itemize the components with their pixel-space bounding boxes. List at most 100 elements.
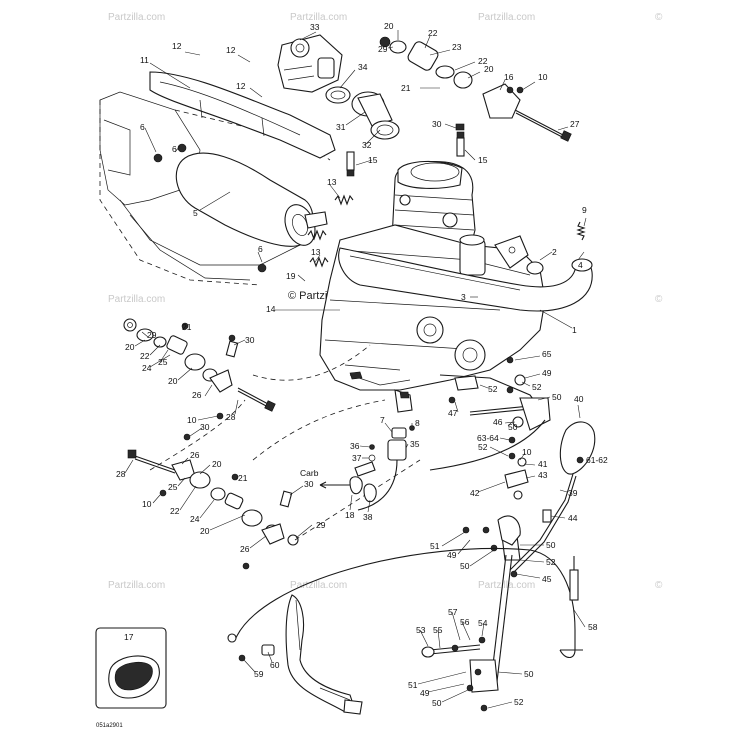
callout-label: 32	[362, 140, 372, 150]
watermark-symbol: ©	[655, 580, 663, 591]
callout-label: 50	[432, 698, 442, 708]
exhaust-pipe	[338, 235, 593, 312]
muffler	[175, 152, 328, 247]
callout-label: 52	[514, 697, 524, 707]
callout-label: 34	[358, 62, 368, 72]
callout-label: 53	[416, 625, 426, 635]
spark-plugs	[346, 123, 465, 177]
callout-label: 44	[568, 513, 578, 523]
callout-label: 21	[182, 322, 192, 332]
watermark: Partzilla.com	[108, 580, 165, 591]
oil-injection-parts	[379, 36, 572, 142]
carb-label: Carb	[300, 468, 319, 478]
callout-label: 35	[410, 439, 420, 449]
callout-label: 10	[538, 72, 548, 82]
callout-label: 10	[522, 447, 532, 457]
callout-label: 25	[158, 357, 168, 367]
callout-label: 3	[461, 292, 466, 302]
callout-label: 16	[504, 72, 514, 82]
throttle-linkage-upper	[123, 318, 276, 420]
shift-knob	[504, 421, 596, 573]
routing-lines	[149, 344, 421, 541]
callout-label: 39	[568, 488, 578, 498]
callout-label: 49	[542, 368, 552, 378]
callout-label: 15	[478, 155, 488, 165]
inset-box	[95, 627, 167, 709]
callout-label: 65	[542, 349, 552, 359]
callout-label: 28	[116, 469, 126, 479]
shift-shaft	[462, 515, 521, 712]
callout-label: 60	[270, 660, 280, 670]
watermark: Partzilla.com	[108, 294, 165, 305]
callout-label: 9	[582, 205, 587, 215]
callout-label: 4	[578, 260, 583, 270]
callout-label: 27	[570, 119, 580, 129]
callout-label: 33	[310, 22, 320, 32]
callout-label: 50	[460, 561, 470, 571]
callout-label: 21	[238, 473, 248, 483]
reverse-lever	[238, 594, 363, 715]
callout-label: 51	[408, 680, 418, 690]
callout-label: 49	[420, 688, 430, 698]
callout-label: 18	[345, 510, 355, 520]
selector-rod	[421, 636, 486, 658]
callout-label: 13	[327, 177, 337, 187]
callout-label: 54	[478, 618, 488, 628]
callout-labels: 12 12 12 11 33 34 31 32 20 29 22 23 22 2…	[96, 21, 608, 729]
callout-label: 19	[286, 271, 296, 281]
callout-label: 49	[447, 550, 457, 560]
callout-label: 13	[311, 247, 321, 257]
callout-label: 1	[572, 325, 577, 335]
callout-label: 30	[304, 479, 314, 489]
callout-label: 38	[363, 512, 373, 522]
callout-label: 47	[448, 408, 458, 418]
callout-label: 50	[508, 422, 518, 432]
watermark: Partzilla.com	[290, 12, 347, 23]
callout-label: 7	[380, 415, 385, 425]
callout-label: 24	[142, 363, 152, 373]
callout-label: 41	[538, 459, 548, 469]
callout-label: 31	[336, 122, 346, 132]
callout-label: 21	[401, 83, 411, 93]
inset-label: 17	[124, 632, 134, 642]
callout-label: 20	[384, 21, 394, 31]
callout-label: 51	[430, 541, 440, 551]
intake-boot	[325, 86, 400, 140]
callout-label: 12	[172, 41, 182, 51]
callout-label: 20	[484, 64, 494, 74]
callout-label: 20	[125, 342, 135, 352]
throttle-linkage-lower	[127, 433, 299, 570]
callout-label: 40	[574, 394, 584, 404]
springs	[307, 194, 586, 268]
callout-label: 52	[478, 442, 488, 452]
callout-label: 10	[187, 415, 197, 425]
callout-label: 20	[200, 526, 210, 536]
callout-label: 42	[470, 488, 480, 498]
callout-label: 12	[226, 45, 236, 55]
callout-label: 22	[170, 506, 180, 516]
callout-label: 45	[542, 574, 552, 584]
callout-label: 22	[478, 56, 488, 66]
heat-shield	[149, 71, 336, 159]
callout-label: 52	[546, 557, 556, 567]
callout-label: 50	[552, 392, 562, 402]
callout-label: 22	[428, 28, 438, 38]
drawing-code: 051a2901	[96, 723, 123, 729]
callout-label: 6	[258, 244, 263, 254]
callout-label: 20	[212, 459, 222, 469]
callout-label: 52	[488, 384, 498, 394]
callout-label: 50	[546, 540, 556, 550]
watermark: Partzilla.com	[478, 580, 535, 591]
callout-label: 22	[140, 351, 150, 361]
callout-label: 14	[266, 304, 276, 314]
callout-label: 56	[460, 617, 470, 627]
callout-label: 29	[378, 44, 388, 54]
callout-label: 63-64	[477, 433, 499, 443]
callout-label: 10	[142, 499, 152, 509]
callout-label: 30	[432, 119, 442, 129]
callout-label: 59	[254, 669, 264, 679]
callout-label: 55	[433, 625, 443, 635]
callout-label: 43	[538, 470, 548, 480]
